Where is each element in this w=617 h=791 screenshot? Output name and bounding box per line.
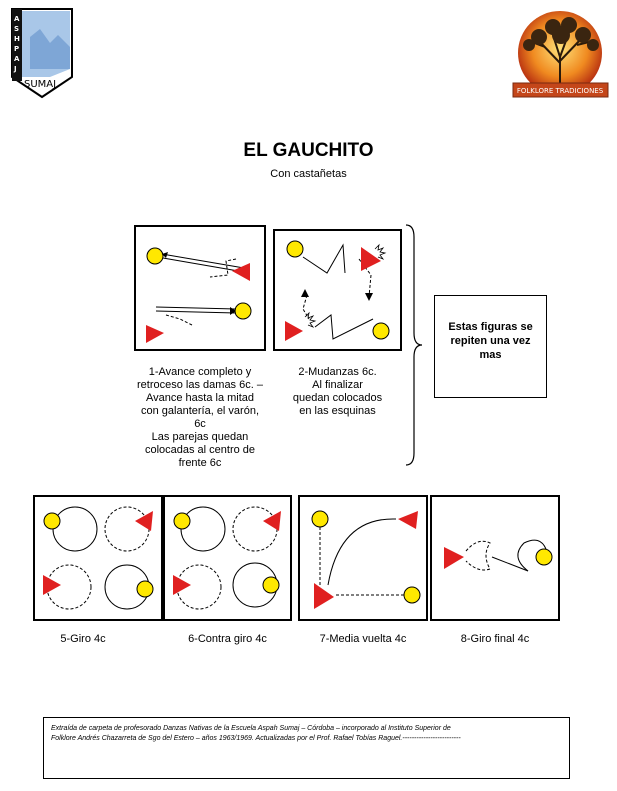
repeat-note-box: Estas figuras se repiten una vez mas (434, 295, 547, 398)
svg-text:A: A (14, 55, 20, 63)
figure-7-caption: 7-Media vuelta 4c (319, 633, 407, 645)
repeat-note-line: repiten una vez (450, 335, 531, 347)
credit-line: Folklore Andrés Chazarreta de Sgo del Es… (51, 735, 461, 742)
repeat-note-line: Estas figuras se (448, 321, 533, 333)
svg-text:S: S (14, 25, 19, 33)
source-credit-box: Extraída de carpeta de profesorado Danza… (43, 717, 570, 779)
figure-7-diagram (298, 495, 428, 621)
figure-5-caption: 5-Giro 4c (60, 633, 106, 645)
page-title: EL GAUCHITO (243, 140, 374, 161)
figure-1-diagram (134, 225, 266, 351)
figure-6-caption: 6-Contra giro 4c (188, 633, 267, 645)
figure-8-caption: 8-Giro final 4c (460, 633, 530, 645)
svg-text:A: A (14, 15, 20, 23)
svg-text:SUMAJ: SUMAJ (24, 79, 56, 90)
figure-2-diagram (273, 229, 402, 351)
figure-8-diagram (430, 495, 560, 621)
svg-text:J: J (13, 65, 17, 73)
page-subtitle: Con castañetas (270, 168, 347, 180)
svg-text:H: H (14, 35, 20, 43)
figure-6-diagram (163, 495, 292, 621)
credit-line: Extraída de carpeta de profesorado Danza… (51, 725, 451, 732)
folklore-tradiciones-logo: FOLKLORE TRADICIONES (509, 11, 612, 101)
repeat-note-line: mas (479, 349, 502, 361)
svg-text:P: P (14, 45, 19, 53)
svg-text:FOLKLORE TRADICIONES: FOLKLORE TRADICIONES (517, 87, 604, 95)
figure-5-diagram (33, 495, 163, 621)
bracket (404, 223, 424, 468)
